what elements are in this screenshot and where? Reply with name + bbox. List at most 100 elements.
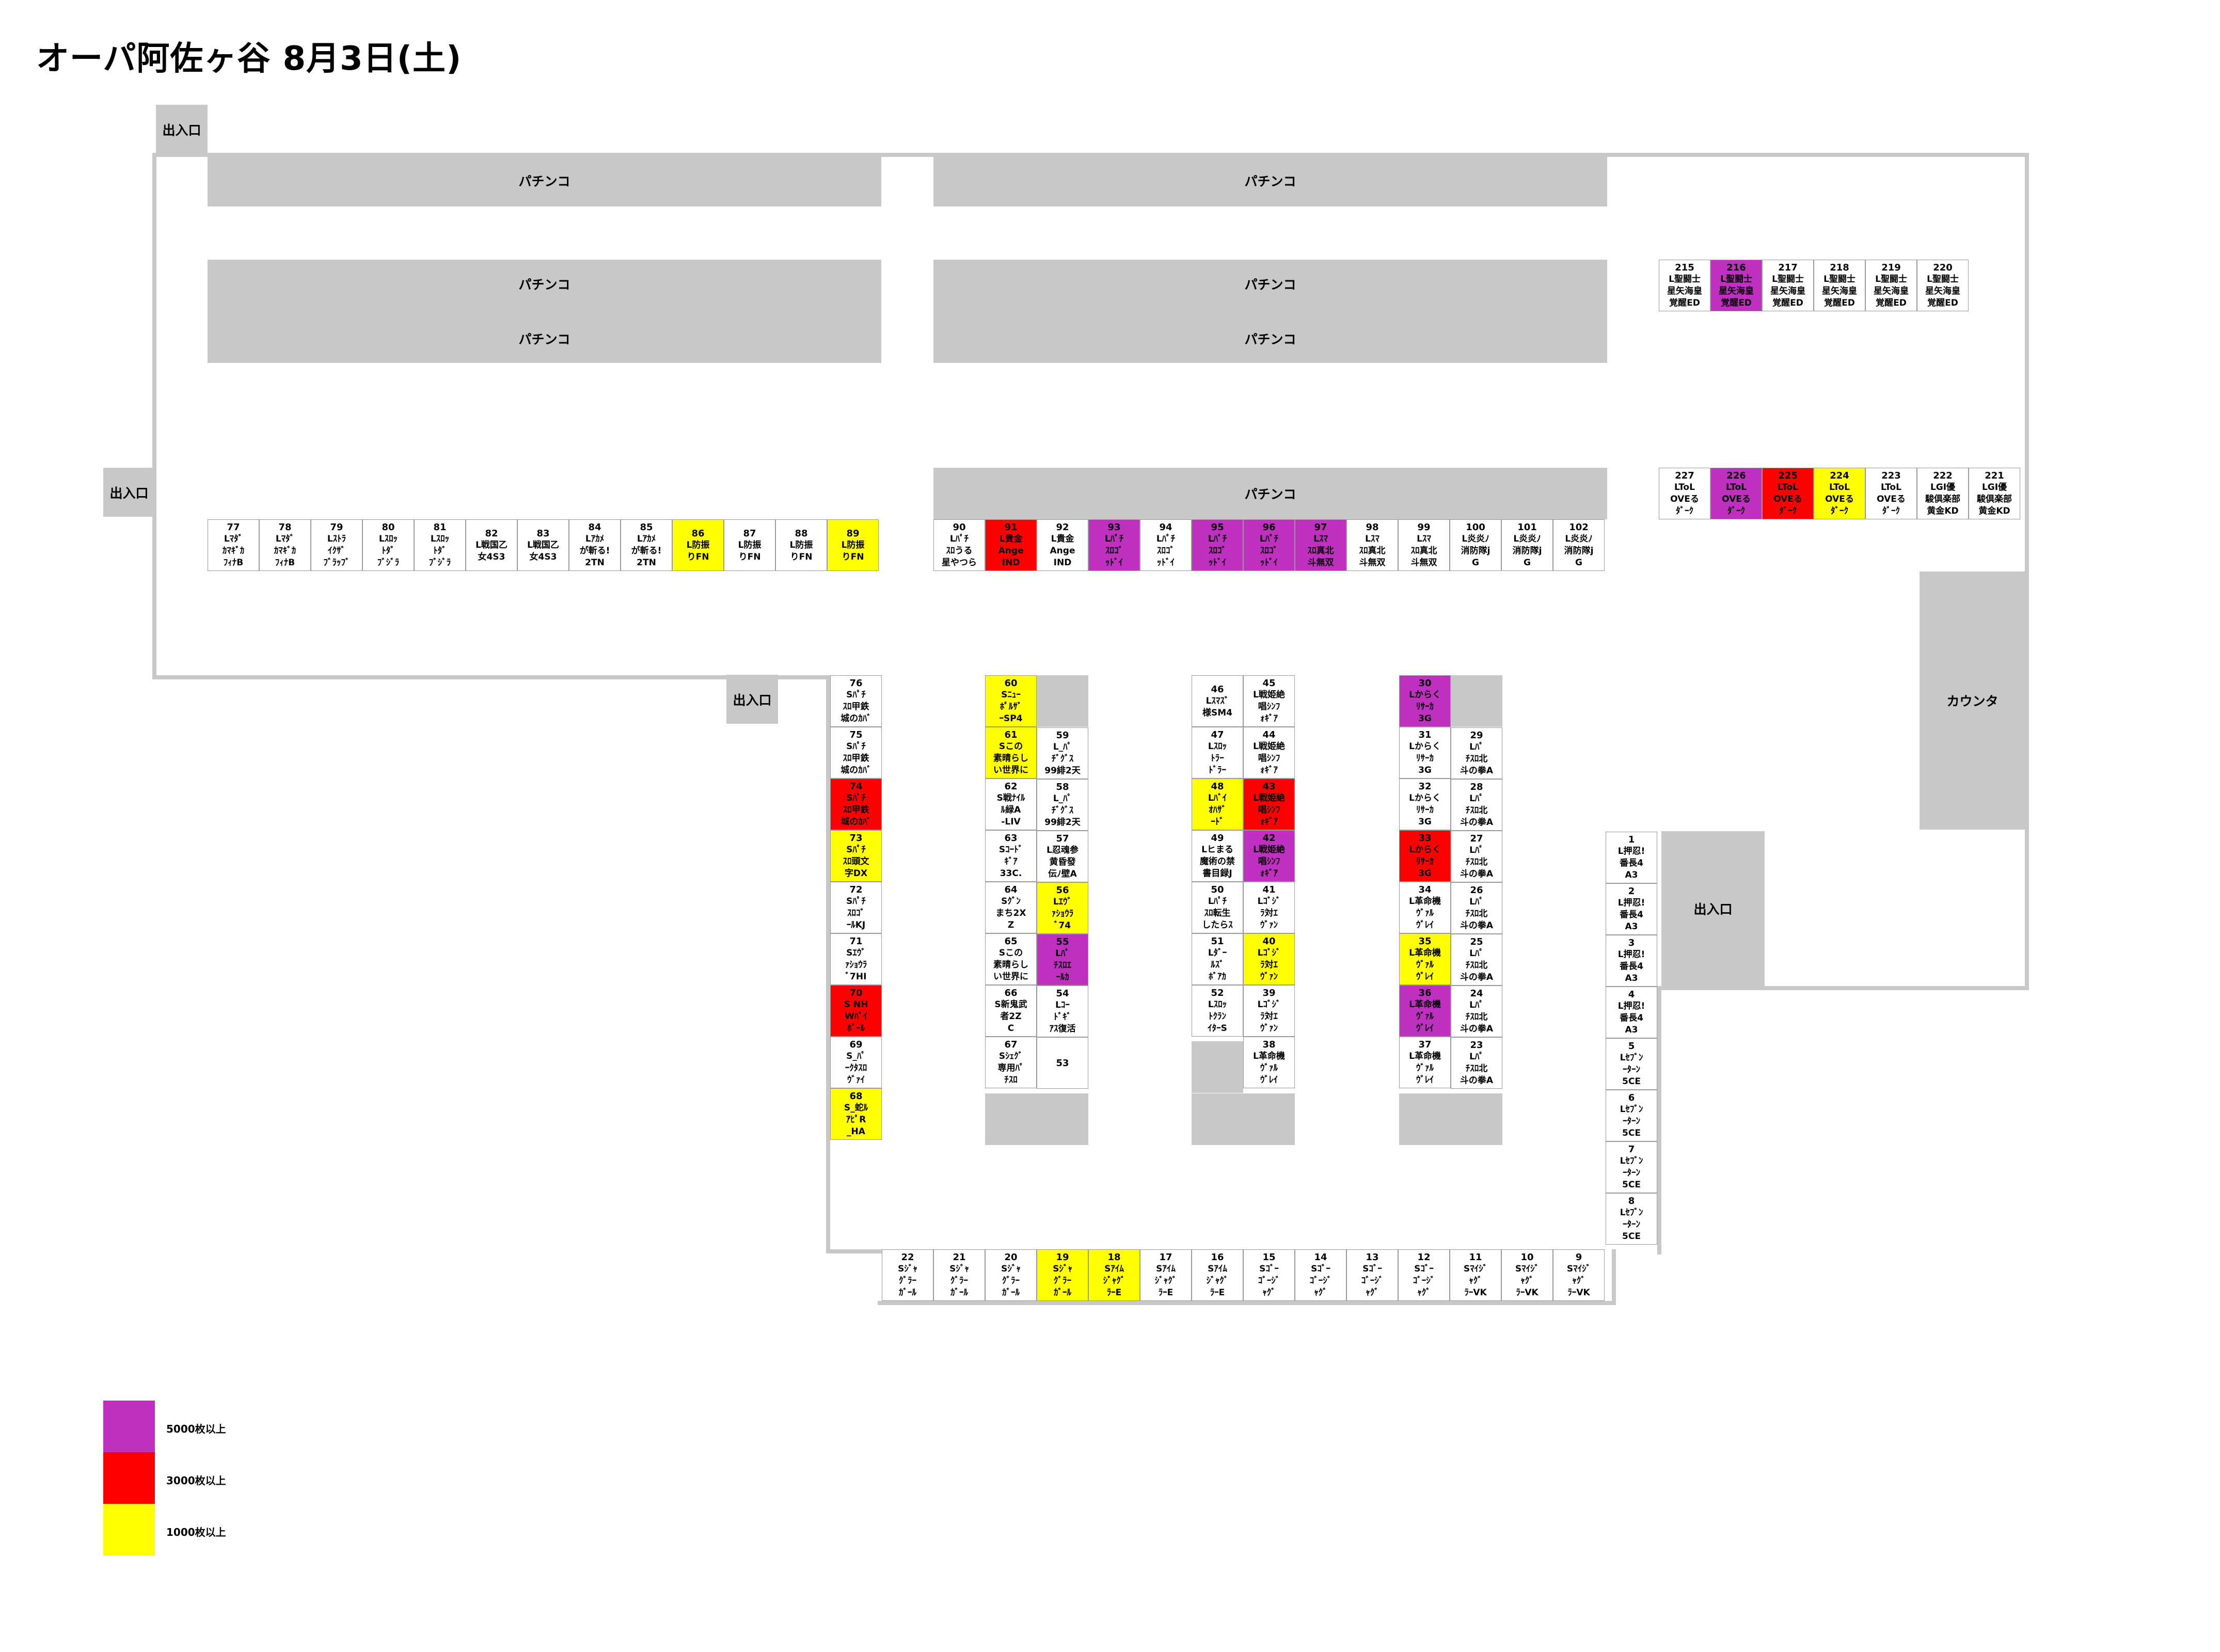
machine-53[interactable]: 53 <box>1037 1037 1088 1089</box>
